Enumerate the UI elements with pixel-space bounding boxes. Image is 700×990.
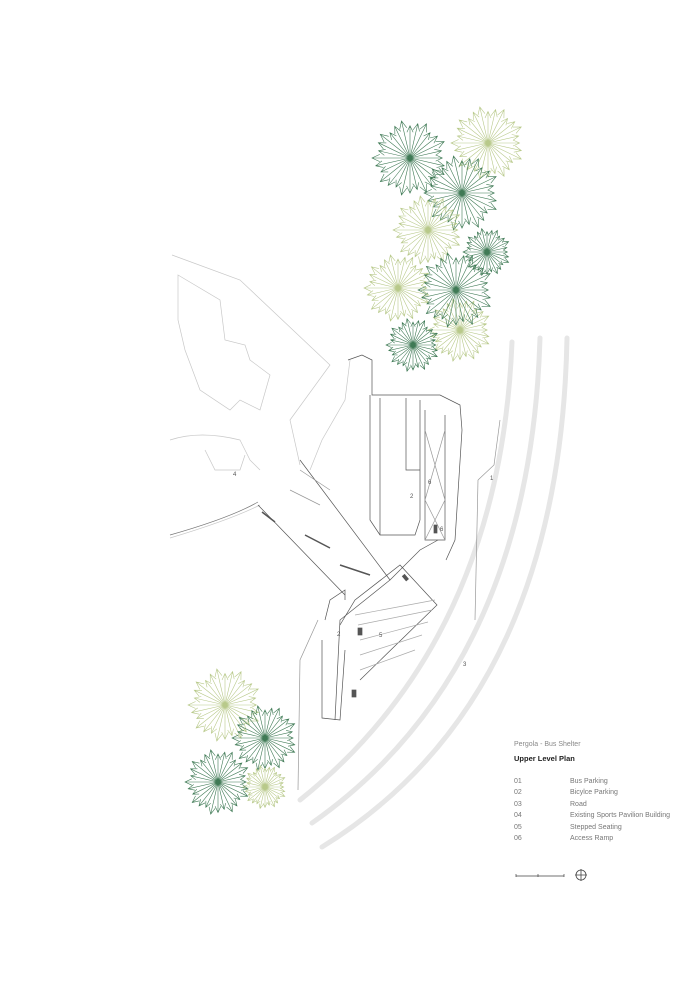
north-arrow-icon [575, 869, 587, 881]
pergola-structure [257, 354, 501, 791]
label-bicycle-parking: 2 [410, 494, 414, 500]
scale-bar-icon [515, 874, 565, 877]
road [297, 335, 570, 850]
tree-icon [187, 668, 260, 742]
tree-icon [363, 254, 430, 322]
label-ramp: 6 [440, 527, 444, 533]
drawing-subtitle: Pergola - Bus Shelter [514, 741, 581, 748]
legend-table: 01 Bus Parking 02 Bicylce Parking 03 Road 04 Ex… [514, 777, 670, 846]
tree-icon [242, 764, 286, 810]
label-road: 3 [463, 662, 467, 668]
legend-number: 06 [514, 835, 522, 842]
legend-number: 01 [514, 777, 522, 785]
tree-icon [423, 155, 497, 231]
tree-icon [371, 120, 445, 196]
legend-number: 03 [514, 800, 522, 808]
legend-number: 02 [514, 789, 522, 796]
legend: Pergola - Bus Shelter Upper Level Plan 0… [514, 741, 670, 846]
legend-item: 04 Existing Sports Pavilion Building [514, 812, 670, 824]
label-bus-parking: 1 [490, 476, 494, 482]
legend-label: Road [570, 800, 587, 808]
drawing-title: Upper Level Plan [514, 754, 575, 763]
tree-icon [450, 106, 523, 180]
legend-label: Existing Sports Pavilion Building [570, 812, 670, 819]
label-bicycle-parking: 2 [337, 632, 341, 638]
legend-number: 04 [514, 812, 522, 819]
legend-number: 05 [514, 823, 522, 831]
legend-item: 02 Bicylce Parking [514, 789, 670, 801]
legend-label: Access Ramp [570, 835, 614, 842]
legend-item: 05 Stepped Seating [514, 823, 670, 835]
legend-item: 01 Bus Parking [514, 777, 670, 789]
trees [184, 106, 523, 815]
legend-item: 06 Access Ramp [514, 835, 670, 847]
tree-icon [184, 749, 249, 815]
tree-icon [392, 195, 461, 265]
legend-label: Bus Parking [570, 777, 608, 785]
legend-item: 03 Road [514, 800, 670, 812]
label-pavilion: 4 [233, 472, 237, 478]
legend-label: Bicylce Parking [570, 789, 618, 796]
label-stepped-seating: 5 [379, 633, 383, 639]
legend-label: Stepped Seating [570, 823, 622, 831]
existing-building-outline [169, 254, 351, 539]
tree-icon [462, 227, 510, 277]
plan-labels: 1 2 3 4 5 6 6 2 [233, 472, 494, 668]
scale-and-north [515, 869, 587, 881]
tree-icon [427, 298, 490, 362]
label-ramp: 6 [428, 480, 432, 486]
tree-icon [385, 318, 438, 372]
tree-icon [231, 705, 296, 771]
tree-icon [417, 252, 491, 328]
